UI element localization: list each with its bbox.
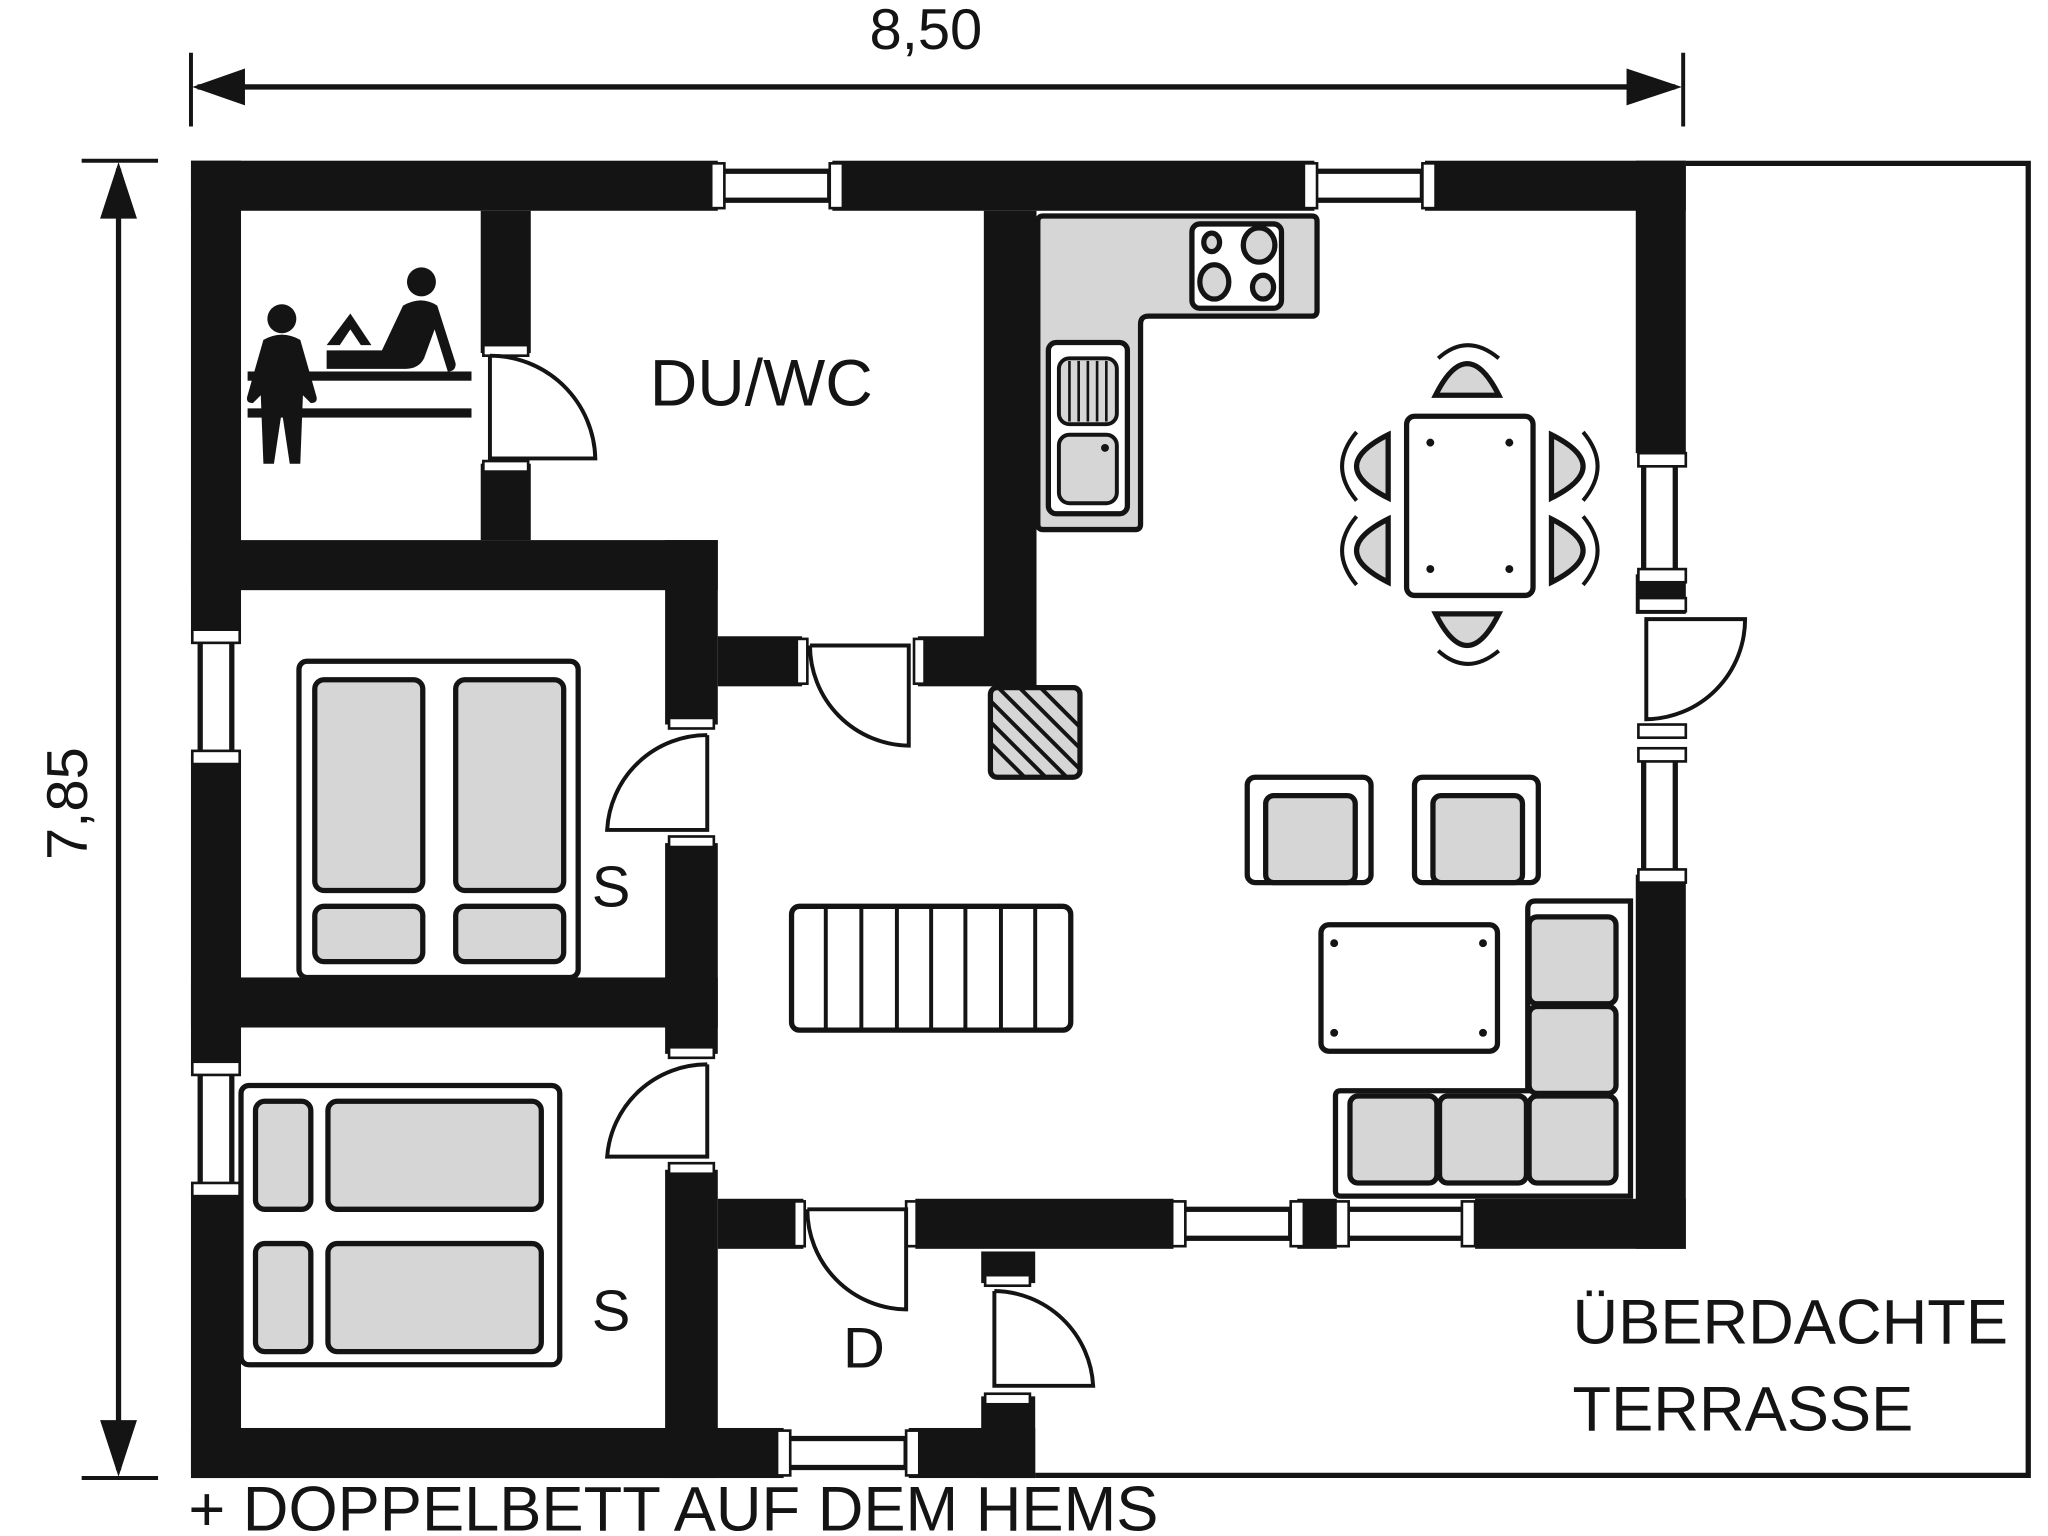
room-label-bathroom: DU/WC [650,346,873,420]
window-left-bedroom-1 [190,628,242,766]
coffee-table [1318,922,1501,1054]
armchair-1 [1244,774,1374,886]
stove-icon [1189,221,1285,311]
height-dimension-label: 7,85 [36,747,100,860]
arrow-left-icon [192,68,245,106]
window-bottom-living-1 [1170,1200,1306,1248]
width-dimension-label: 8,50 [870,0,983,62]
kitchen-counter [1035,213,1320,533]
room-label-terrace-line1: ÜBERDACHTE [1573,1288,2009,1358]
dimension-height: 7,85 [36,158,159,1481]
window-right-living [1637,723,1688,884]
fireplace-icon [987,685,1083,780]
window-left-bedroom-2 [190,1060,242,1198]
arrow-right-icon [1626,68,1682,106]
chair-left-2 [1340,514,1391,587]
bed-bedroom-2 [238,1082,563,1368]
arrow-up-icon [100,162,137,219]
door-bedroom-1[interactable] [605,716,716,849]
footnote-loft-bed: + DOPPELBETT AUF DEM HEMS [188,1475,1158,1536]
window-bottom-storage [775,1429,921,1477]
sink-icon [1045,339,1131,517]
corner-sofa [1332,898,1634,1199]
room-label-bedroom-2: S [592,1279,631,1343]
terrace-outline [1035,160,2031,1479]
walls [190,160,1686,1479]
room-label-storage: D [843,1316,885,1380]
door-sauna[interactable] [482,343,598,473]
door-terrace[interactable] [1644,617,1748,722]
room-label-bedroom-1: S [592,855,631,919]
living-furniture [1244,774,1634,1199]
dining-set [1340,343,1600,666]
chair-right-2 [1548,514,1600,587]
door-bathroom[interactable] [795,637,926,748]
chair-right-1 [1548,430,1600,503]
sauna-icon [246,267,472,464]
stairs [788,903,1074,1033]
window-bottom-living-2 [1334,1200,1477,1248]
door-storage-exterior[interactable] [983,1273,1096,1406]
bed-bedroom-1 [296,658,581,981]
dimension-width: 8,50 [188,0,1686,127]
room-label-terrace-line2: TERRASSE [1573,1375,1914,1445]
chair-top [1431,343,1504,398]
door-bedroom-2[interactable] [605,1045,716,1176]
arrow-down-icon [100,1420,137,1477]
armchair-2 [1411,774,1541,886]
chair-bottom [1431,611,1504,666]
windows [190,162,1688,1477]
door-storage[interactable] [792,1200,918,1312]
window-right-dining [1637,451,1688,613]
doors [482,343,1748,1406]
window-top-kitchen [1302,162,1437,210]
dining-table [1403,413,1536,599]
window-top-bath [709,162,845,210]
chair-left-1 [1340,430,1391,503]
